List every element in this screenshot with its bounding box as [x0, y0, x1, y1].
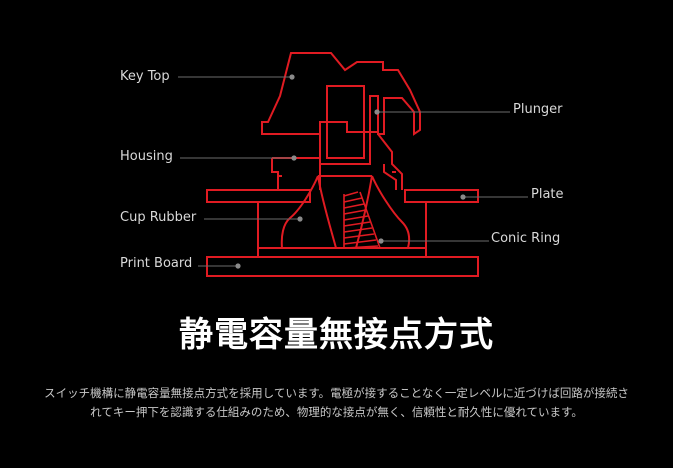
key-top-dot	[289, 74, 295, 80]
label-plate: Plate	[531, 187, 564, 202]
section-heading: 静電容量無接点方式	[179, 315, 494, 355]
conic-ring-dot	[378, 238, 384, 244]
print-board-dot	[235, 263, 241, 269]
cup-rubber-shape	[280, 175, 411, 249]
label-print-board: Print Board	[120, 256, 192, 271]
key-top-shape	[261, 52, 421, 136]
plate-dot	[460, 194, 466, 200]
housing-dot	[291, 155, 297, 161]
plunger-dot	[374, 109, 380, 115]
section-description: スイッチ機構に静電容量無接点方式を採用しています。電極が接することなく一定レベル…	[44, 386, 629, 419]
conic-ring-shape	[343, 191, 381, 249]
label-key-top: Key Top	[120, 69, 170, 84]
switch-cross-section-diagram: Key Top Plunger Housing Plate Cup Rubber…	[120, 52, 564, 277]
label-conic-ring: Conic Ring	[491, 231, 560, 246]
plunger-shape	[326, 85, 365, 159]
plate-shape	[206, 189, 479, 203]
housing-shape	[271, 133, 403, 190]
label-housing: Housing	[120, 149, 173, 164]
label-cup-rubber: Cup Rubber	[120, 210, 197, 225]
label-plunger: Plunger	[513, 102, 563, 117]
print-board-shape	[206, 247, 479, 277]
cup-rubber-dot	[297, 216, 303, 222]
